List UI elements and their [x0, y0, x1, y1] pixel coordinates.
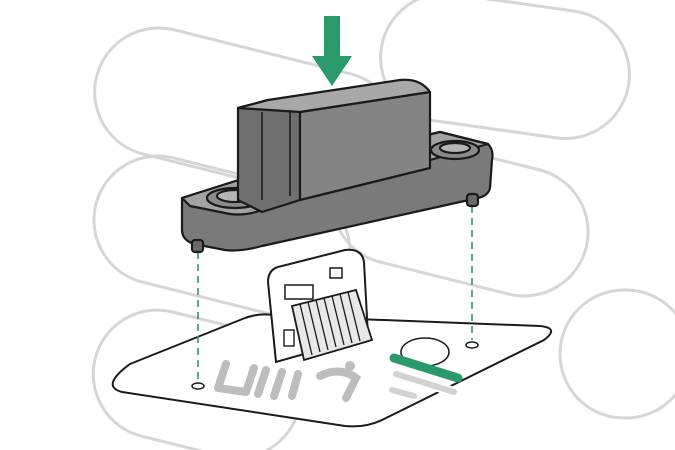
connector-board: [266, 248, 374, 364]
background-pill: [558, 288, 675, 420]
background-pill: [379, 0, 631, 140]
screw-hole-left: [191, 382, 205, 390]
screw-hole-right: [465, 341, 479, 349]
arrow-down-icon: [312, 16, 352, 86]
watermark-logo: [214, 353, 463, 402]
retaining-bracket: [180, 78, 494, 254]
